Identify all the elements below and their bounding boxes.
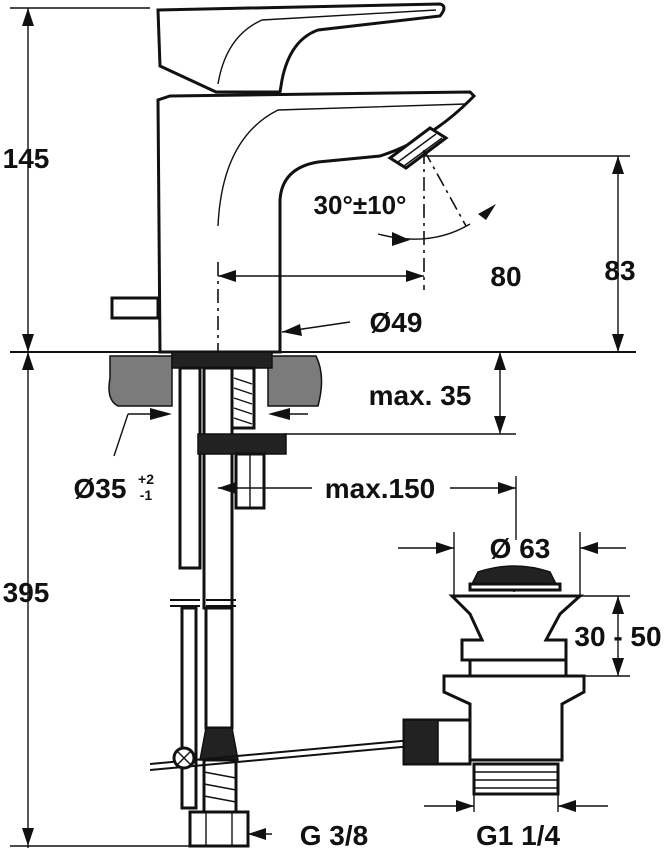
waste-plug	[468, 565, 562, 592]
pop-up-rod	[149, 739, 413, 771]
pop-up-knob	[110, 296, 160, 320]
label-waste-diameter: Ø 63	[490, 533, 551, 564]
deck-section-left	[108, 355, 173, 407]
threaded-shank	[171, 351, 273, 610]
label-hole-tolerance-upper: +2	[138, 471, 154, 487]
label-height-395: 395	[3, 577, 50, 608]
label-reach-80: 80	[490, 261, 521, 292]
label-body-diameter: Ø49	[370, 307, 423, 338]
deck-section-right	[267, 355, 323, 407]
label-deck-thickness: max. 35	[369, 380, 472, 411]
supply-hose-lower	[180, 606, 239, 814]
label-outlet-height-83: 83	[604, 255, 635, 286]
label-height-145: 145	[3, 143, 50, 174]
fixing-nut	[197, 433, 287, 455]
label-hole-diameter: Ø35	[74, 473, 127, 504]
label-angle: 30°±10°	[314, 190, 407, 220]
faucet-lever	[156, 2, 446, 94]
label-inlet-thread: G 3/8	[300, 820, 368, 850]
spray-angle-axis	[423, 149, 467, 227]
label-rod-length: max.150	[325, 473, 436, 504]
break-marks	[170, 599, 236, 607]
waste-body	[402, 658, 586, 796]
label-hole-tolerance-lower: -1	[140, 487, 153, 503]
waste-flange	[448, 594, 584, 662]
aerator-outlet	[387, 126, 449, 170]
inlet-connector	[188, 810, 250, 848]
dim-angle-arc	[377, 223, 471, 240]
rod-guide	[234, 452, 266, 510]
label-waste-height: 30 - 50	[574, 621, 661, 652]
dim-hole-leader	[113, 413, 129, 457]
faucet-body	[156, 90, 477, 354]
label-waste-thread: G1 1/4	[476, 820, 560, 850]
